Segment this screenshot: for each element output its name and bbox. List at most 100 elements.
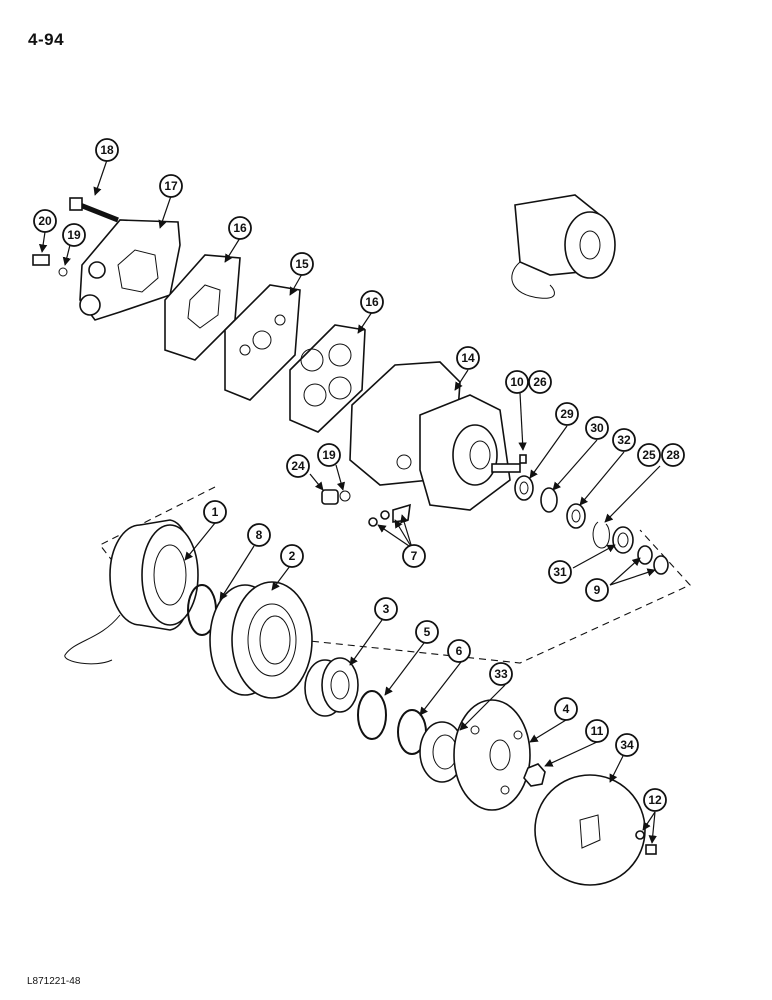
part-plug — [321, 489, 351, 505]
callout-label: 5 — [424, 625, 431, 639]
callout-29: 29 — [555, 402, 579, 426]
callout-32: 32 — [612, 428, 636, 452]
callout-25: 25 — [637, 443, 661, 467]
part-bearing-small — [612, 526, 634, 554]
callout-label: 30 — [590, 421, 604, 435]
part-valve-plate — [224, 284, 301, 401]
part-compressor-body — [349, 361, 521, 511]
assembled-compressor-view — [511, 194, 616, 299]
part-shaft-key — [519, 454, 527, 464]
figure-code: L871221-48 — [27, 976, 81, 987]
callout-1: 1 — [203, 500, 227, 524]
callout-circle — [554, 697, 578, 721]
callout-circle — [286, 454, 310, 478]
callout-3: 3 — [374, 597, 398, 621]
callout-34: 34 — [615, 733, 639, 757]
callout-4: 4 — [554, 697, 578, 721]
callout-label: 17 — [164, 179, 178, 193]
part-dust-shield — [419, 721, 465, 783]
part-bolt — [69, 197, 119, 223]
part-cover-screws — [635, 830, 657, 855]
callout-circle — [612, 428, 636, 452]
callout-17: 17 — [159, 174, 183, 198]
callout-26: 26 — [528, 370, 552, 394]
part-shims — [637, 545, 669, 575]
part-snap-ring — [592, 521, 610, 549]
callout-label: 16 — [365, 295, 379, 309]
callout-circle — [643, 788, 667, 812]
callout-label: 7 — [411, 549, 418, 563]
callout-label: 24 — [291, 459, 305, 473]
callout-label: 10 — [510, 375, 524, 389]
callout-label: 12 — [648, 793, 662, 807]
callout-20: 20 — [33, 209, 57, 233]
callout-5: 5 — [415, 620, 439, 644]
callout-9: 9 — [585, 578, 609, 602]
callout-24: 24 — [286, 454, 310, 478]
callout-label: 34 — [620, 738, 634, 752]
callout-label: 4 — [563, 702, 570, 716]
callout-circle — [159, 174, 183, 198]
callout-circle — [661, 443, 685, 467]
callout-2: 2 — [280, 544, 304, 568]
callout-circle — [402, 544, 426, 568]
part-pulley-bearing — [304, 657, 359, 717]
callout-label: 28 — [666, 448, 680, 462]
callout-circle — [548, 560, 572, 584]
callout-circle — [505, 370, 529, 394]
callout-30: 30 — [585, 416, 609, 440]
part-clutch-hub — [453, 699, 531, 811]
part-seal-ring — [540, 487, 558, 513]
page-number: 4-94 — [28, 30, 65, 49]
callout-circle — [585, 416, 609, 440]
callout-10: 10 — [505, 370, 529, 394]
part-fitting — [32, 254, 68, 277]
callout-label: 20 — [38, 214, 52, 228]
callout-circle — [637, 443, 661, 467]
callout-circle — [360, 290, 384, 314]
callout-circle — [247, 523, 271, 547]
callout-label: 6 — [456, 644, 463, 658]
callout-31: 31 — [548, 560, 572, 584]
callout-11: 11 — [585, 719, 609, 743]
callout-circle — [203, 500, 227, 524]
callout-label: 9 — [594, 583, 601, 597]
callout-label: 25 — [642, 448, 656, 462]
part-pulley — [209, 581, 313, 699]
callout-8: 8 — [247, 523, 271, 547]
callout-16: 16 — [360, 290, 384, 314]
callout-circle — [317, 443, 341, 467]
callout-label: 19 — [322, 448, 336, 462]
callout-circle — [33, 209, 57, 233]
callout-circle — [615, 733, 639, 757]
callout-7: 7 — [402, 544, 426, 568]
callout-circle — [290, 252, 314, 276]
callout-6: 6 — [447, 639, 471, 663]
part-gasket-2 — [289, 324, 366, 433]
callout-label: 2 — [289, 549, 296, 563]
callout-16: 16 — [228, 216, 252, 240]
part-retaining-ring — [357, 690, 387, 740]
callout-circle — [415, 620, 439, 644]
callout-label: 11 — [591, 724, 604, 738]
callout-label: 15 — [295, 257, 309, 271]
callout-label: 32 — [617, 433, 631, 447]
callout-label: 26 — [533, 375, 547, 389]
callout-circle — [280, 544, 304, 568]
callout-circle — [585, 578, 609, 602]
part-nut — [523, 763, 546, 787]
callout-label: 3 — [383, 602, 390, 616]
callout-circle — [228, 216, 252, 240]
callout-circle — [95, 138, 119, 162]
callout-12: 12 — [643, 788, 667, 812]
callout-label: 18 — [100, 143, 114, 157]
callout-label: 29 — [560, 407, 574, 421]
part-shaft-seal — [514, 475, 534, 501]
callout-label: 19 — [67, 228, 81, 242]
callout-circle — [374, 597, 398, 621]
part-clutch-coil — [64, 519, 199, 665]
callout-circle — [555, 402, 579, 426]
callout-18: 18 — [95, 138, 119, 162]
